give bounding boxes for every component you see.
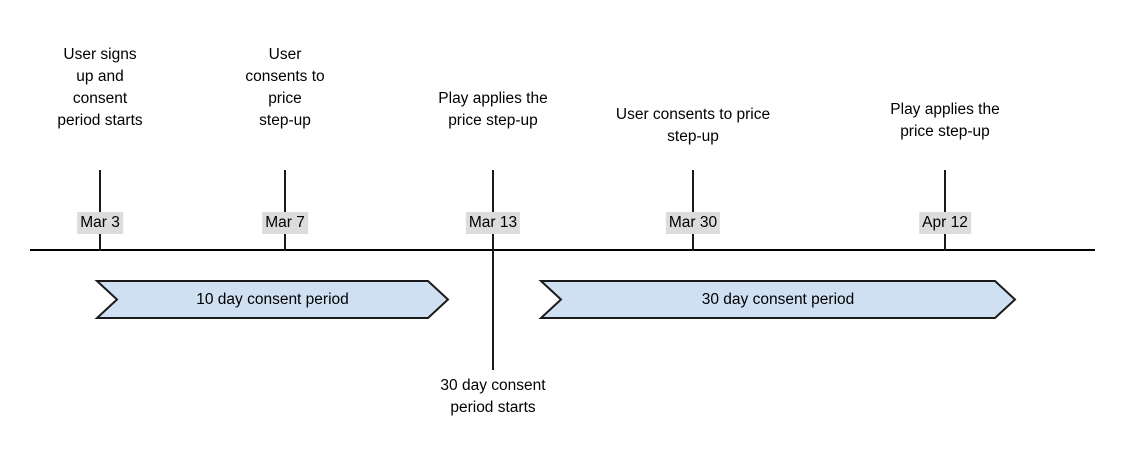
event-tick-upper-mar-30 xyxy=(692,170,694,212)
event-caption-mar-7: User consents to price step-up xyxy=(245,46,325,129)
event-tick-upper-apr-12 xyxy=(944,170,946,212)
date-chip-mar-13: Mar 13 xyxy=(465,212,521,234)
event-tick-upper-mar-13 xyxy=(492,170,494,212)
date-chip-mar-7: Mar 7 xyxy=(262,212,308,234)
below-axis-note-note-30-day-start: 30 day consent period starts xyxy=(440,377,546,416)
banner-chevron-shape xyxy=(538,280,1017,319)
date-chip-mar-3: Mar 3 xyxy=(77,212,123,234)
event-tick-lower-mar-30 xyxy=(692,233,694,251)
event-tick-upper-mar-3 xyxy=(99,170,101,212)
event-tick-lower-mar-7 xyxy=(284,233,286,251)
date-chip-apr-12: Apr 12 xyxy=(919,212,971,234)
date-chip-mar-30: Mar 30 xyxy=(665,212,721,234)
event-caption-mar-30: User consents to price step-up xyxy=(615,106,771,145)
timeline-axis xyxy=(30,249,1095,251)
event-caption-mar-13: Play applies the price step-up xyxy=(438,90,548,129)
event-tick-lower-apr-12 xyxy=(944,233,946,251)
event-tick-upper-mar-7 xyxy=(284,170,286,212)
banner-chevron-shape xyxy=(94,280,450,319)
event-tick-lower-mar-13 xyxy=(492,233,494,370)
event-tick-lower-mar-3 xyxy=(99,233,101,251)
consent-period-banner-period-10-day: 10 day consent period xyxy=(94,280,450,319)
consent-period-banner-period-30-day: 30 day consent period xyxy=(538,280,1017,319)
event-caption-mar-3: User signs up and consent period starts xyxy=(57,46,143,129)
event-caption-apr-12: Play applies the price step-up xyxy=(890,101,1000,140)
